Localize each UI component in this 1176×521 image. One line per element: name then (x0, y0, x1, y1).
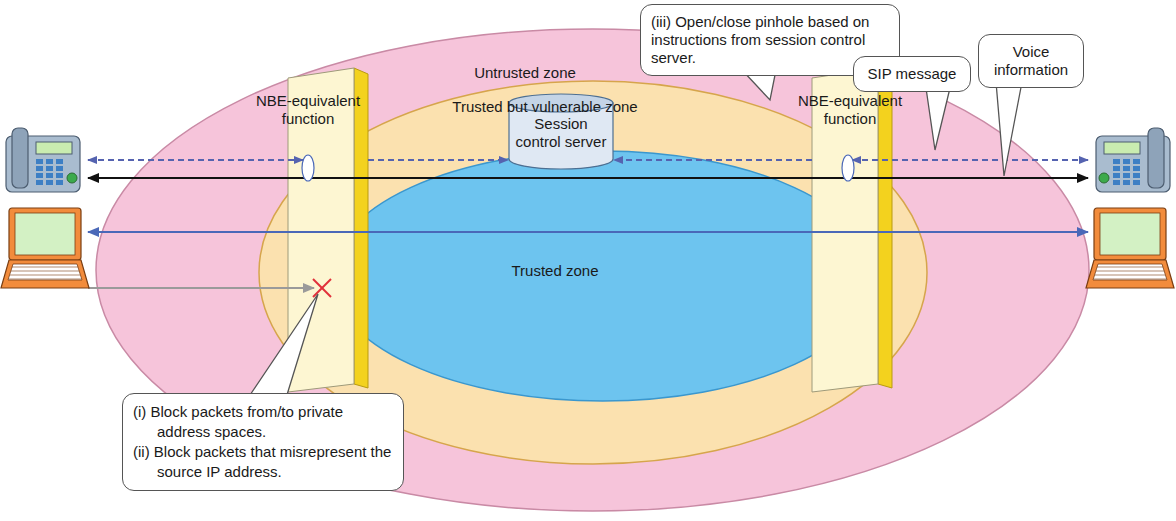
phone-key (1133, 173, 1140, 178)
zone-ellipse: Trusted zone (330, 150, 875, 402)
laptop-key-row (10, 275, 80, 276)
phone-key (36, 173, 43, 178)
laptop-keyboard (8, 264, 82, 280)
laptop-key-row (1094, 279, 1166, 280)
phone-key (56, 166, 63, 171)
node-label: NBE-equivalent function (780, 92, 920, 128)
shape-outline (330, 150, 875, 402)
phone-key (1123, 159, 1130, 164)
phone-icon (6, 128, 80, 192)
callout-box: Voice information (978, 34, 1084, 88)
callout-box: SIP message (853, 56, 971, 92)
laptop-key-row (1096, 271, 1164, 272)
phone-body (6, 136, 80, 192)
text-holder: Session control server (511, 115, 611, 151)
cylinder-top (509, 94, 613, 112)
phone-key (46, 166, 53, 171)
nbe-panel: NBE-equivalent function (288, 66, 368, 392)
phone-key (1123, 166, 1130, 171)
node-label: NBE-equivalent function (238, 92, 378, 128)
phone-key (36, 159, 43, 164)
phone-key (56, 159, 63, 164)
laptop-base (1086, 260, 1174, 288)
phone-key (56, 173, 63, 178)
phone-key (46, 159, 53, 164)
laptop-screen (15, 213, 75, 255)
zone-fill (331, 151, 874, 401)
phone-key (1133, 166, 1140, 171)
phone-display (1104, 142, 1140, 154)
callout-text: (iii) Open/close pinhole based on instru… (651, 13, 889, 67)
node-label: Session control server (511, 115, 611, 151)
zone-label: Untrusted zone (430, 64, 620, 82)
phone-key (1113, 166, 1120, 171)
phone-key (36, 166, 43, 171)
text-holder: NBE-equivalent function (780, 92, 920, 128)
callout-text: (i) Block packets from/to private addres… (133, 402, 393, 442)
phone-key (1113, 180, 1120, 185)
laptop-screen (1100, 213, 1160, 255)
laptop-base (1, 260, 89, 288)
phone-button (67, 173, 77, 183)
zone-label: Trusted zone (470, 262, 640, 280)
phone-key (46, 180, 53, 185)
callout-box: (i) Block packets from/to private addres… (122, 393, 404, 491)
laptop-key-row (11, 271, 79, 272)
laptop-icon (1086, 208, 1174, 288)
panel-side (878, 68, 892, 388)
laptop-icon (1, 208, 89, 288)
laptop-lid (1094, 208, 1166, 260)
callout-text: (ii) Block packets that misrepresent the… (133, 442, 393, 482)
phone-key (1133, 180, 1140, 185)
phone-key (56, 180, 63, 185)
phone-body (1096, 136, 1170, 192)
laptop-key-row (1097, 267, 1163, 268)
phone-key (1123, 180, 1130, 185)
nbe-panel: NBE-equivalent function (812, 66, 892, 392)
laptop-key-row (12, 267, 78, 268)
phone-key (1133, 159, 1140, 164)
laptop-keyboard (1093, 264, 1167, 280)
cylinder-body (509, 103, 613, 169)
phone-display (36, 142, 72, 154)
zone-fill (96, 29, 1089, 511)
phone-key (1113, 173, 1120, 178)
text-holder: Trusted zone (470, 262, 640, 280)
callout-text: Voice information (989, 43, 1073, 79)
panel-side (354, 68, 368, 388)
phone-key (46, 173, 53, 178)
laptop-key-row (1095, 275, 1165, 276)
phone-handset (12, 128, 28, 188)
text-holder: Untrusted zone (430, 64, 620, 82)
phone-button (1099, 173, 1109, 183)
laptop-lid (9, 208, 81, 260)
zone-label: Trusted but vulnerable zone (410, 98, 680, 116)
text-holder: NBE-equivalent function (238, 92, 378, 128)
phone-key (1123, 173, 1130, 178)
callout-text: SIP message (864, 65, 960, 83)
laptop-key-row (9, 279, 81, 280)
phone-key (1113, 159, 1120, 164)
text-holder: Trusted but vulnerable zone (410, 98, 680, 116)
phone-icon (1096, 128, 1170, 192)
phone-handset (1148, 128, 1164, 188)
phone-key (36, 180, 43, 185)
